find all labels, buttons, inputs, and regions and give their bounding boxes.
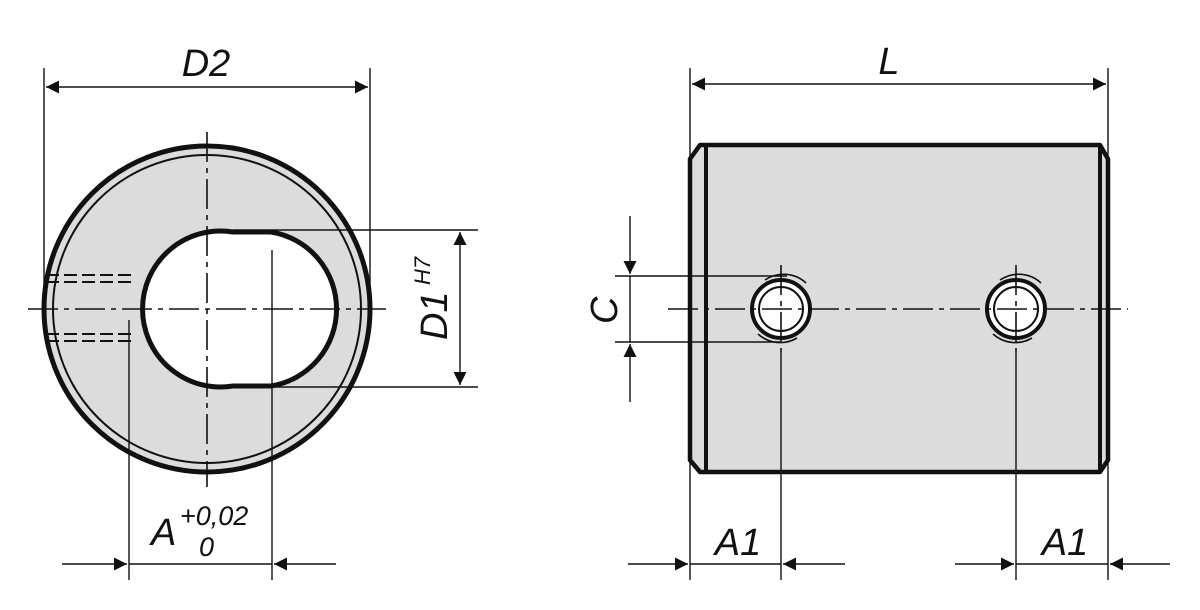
side-center-lines [668, 265, 1128, 352]
side-dimension-lines [623, 77, 1170, 571]
a-label: A [149, 512, 176, 554]
a1-right-label: A1 [1040, 522, 1088, 564]
side-extension-lines [615, 68, 1109, 580]
a-tolerance-lower: 0 [199, 532, 214, 562]
d1-fit-label: H7 [410, 256, 435, 285]
front-extension-lines [43, 68, 478, 580]
a-tolerance-upper: +0,02 [180, 501, 248, 531]
side-view: L C A1 A1 [584, 41, 1170, 580]
front-dimension-lines [46, 80, 467, 571]
front-view: D2 D1 H7 A +0,02 0 [28, 43, 478, 580]
d2-label: D2 [182, 43, 231, 85]
l-label: L [878, 41, 899, 83]
a1-left-label: A1 [713, 522, 761, 564]
c-label: C [584, 296, 626, 324]
hidden-screw-lines [46, 274, 136, 342]
front-center-lines [28, 132, 386, 487]
d1-label: D1 [414, 291, 456, 340]
